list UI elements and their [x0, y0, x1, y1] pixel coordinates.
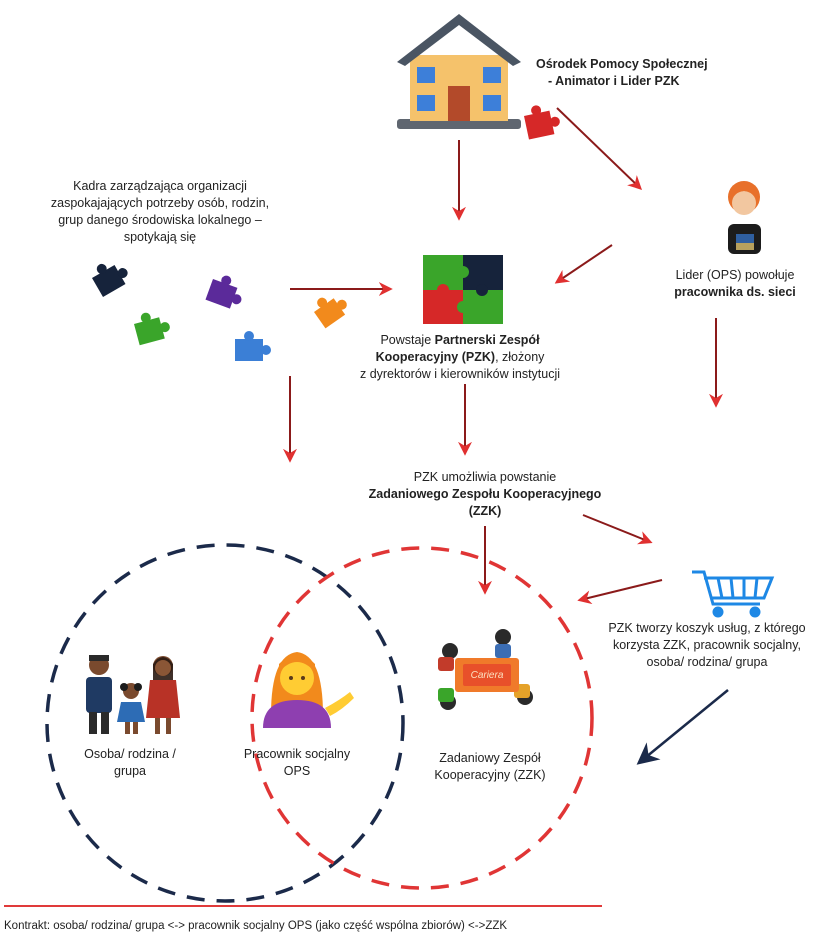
circle-right-label: Zadaniowy Zespół Kooperacyjny (ZZK)	[434, 751, 546, 782]
arrow-koszyk-to-circle	[636, 689, 729, 765]
house-icon	[397, 14, 521, 129]
meeting-table-label: Cariera	[470, 670, 504, 681]
pzk-text: Powstaje Partnerski Zespół Kooperacyjny …	[359, 333, 561, 381]
puzzle-cluster-icon	[423, 255, 503, 324]
arrow-zzk-to-cart	[582, 514, 653, 545]
navy-puzzle-piece-icon	[92, 263, 128, 298]
red-puzzle-piece-icon	[524, 105, 560, 140]
social-worker-icon	[263, 652, 354, 728]
circle-left-label: Osoba/ rodzina / grupa	[84, 747, 176, 778]
orange-puzzle-piece-icon	[314, 297, 347, 329]
arrow-lider-to-pzk	[554, 244, 613, 284]
koszyk-text: PZK tworzy koszyk usług, z którego korzy…	[608, 621, 806, 669]
lider-woman-icon	[728, 181, 761, 254]
blue-puzzle-piece-icon	[235, 331, 271, 361]
shopping-cart-icon	[692, 570, 775, 618]
circle-left	[45, 543, 405, 903]
green-puzzle-piece-icon	[134, 312, 170, 346]
kadra-text: Kadra zarządzająca organizacji zaspokaja…	[50, 179, 270, 244]
circle-middle-label: Pracownik socjalny OPS	[243, 747, 351, 778]
circle-right	[250, 546, 594, 890]
footer-text: Kontrakt: osoba/ rodzina/ grupa <-> prac…	[4, 920, 508, 932]
footer-divider	[4, 905, 602, 907]
lider-text: Lider (OPS) powołuje pracownika ds. siec…	[674, 268, 796, 299]
arrow-cart-to-circle	[577, 579, 663, 605]
zzk-text: PZK umożliwia powstanie Zadaniowego Zesp…	[368, 470, 602, 518]
purple-puzzle-piece-icon	[205, 275, 242, 309]
ops-title: Ośrodek Pomocy Społecznej - Animator i L…	[536, 57, 708, 88]
arrow-house-to-lider	[556, 107, 643, 190]
family-icon	[86, 655, 180, 734]
meeting-table-icon	[438, 629, 533, 710]
